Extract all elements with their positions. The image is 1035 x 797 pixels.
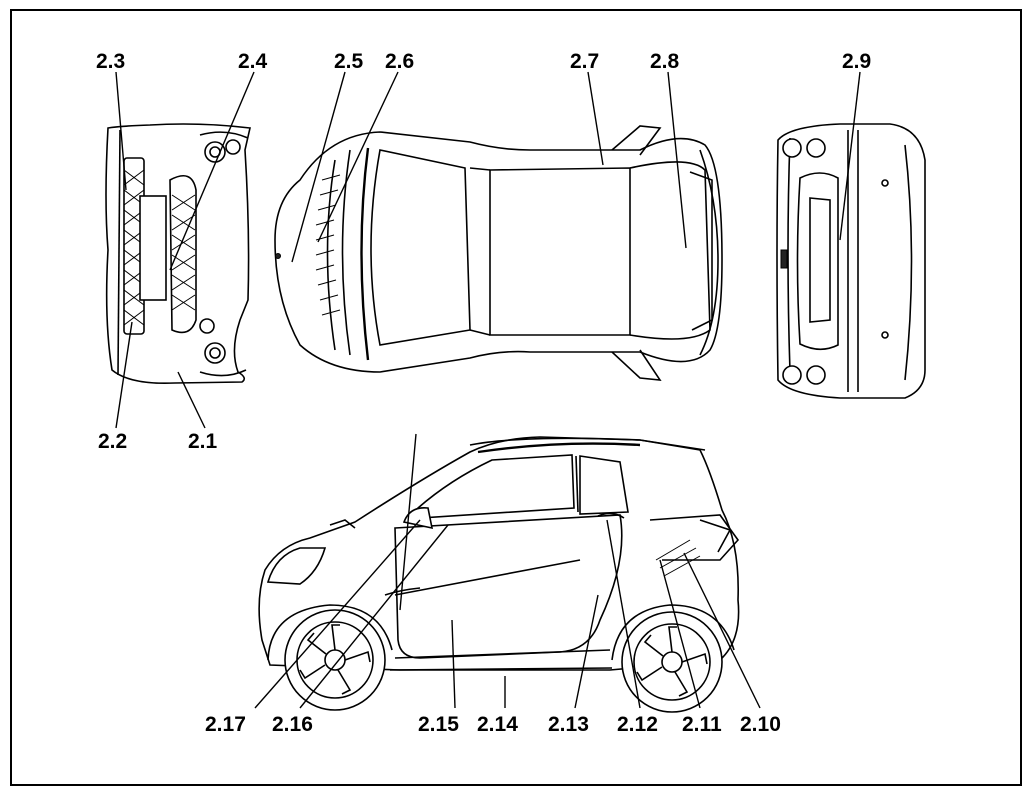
callout-2-7: 2.7 [570,50,599,73]
callout-2-15: 2.15 [418,713,459,736]
callout-2-8: 2.8 [650,50,680,73]
top-view [274,71,723,381]
callout-2-3: 2.3 [96,50,125,73]
callout-2-14: 2.14 [477,713,518,736]
callout-2-6: 2.6 [385,50,414,73]
rear-view [776,71,926,399]
callout-2-1: 2.1 [188,430,218,453]
callout-2-17: 2.17 [205,713,246,736]
front-view [105,71,255,429]
callout-2-16: 2.16 [272,713,313,736]
callout-2-9: 2.9 [842,50,871,73]
side-view [254,433,761,713]
callout-2-2: 2.2 [98,430,127,453]
callout-2-10: 2.10 [740,713,781,736]
callout-2-13: 2.13 [548,713,589,736]
callout-2-4: 2.4 [238,50,268,73]
callout-2-5: 2.5 [334,50,364,73]
callout-2-12: 2.12 [617,713,658,736]
callout-2-11: 2.11 [682,713,722,736]
